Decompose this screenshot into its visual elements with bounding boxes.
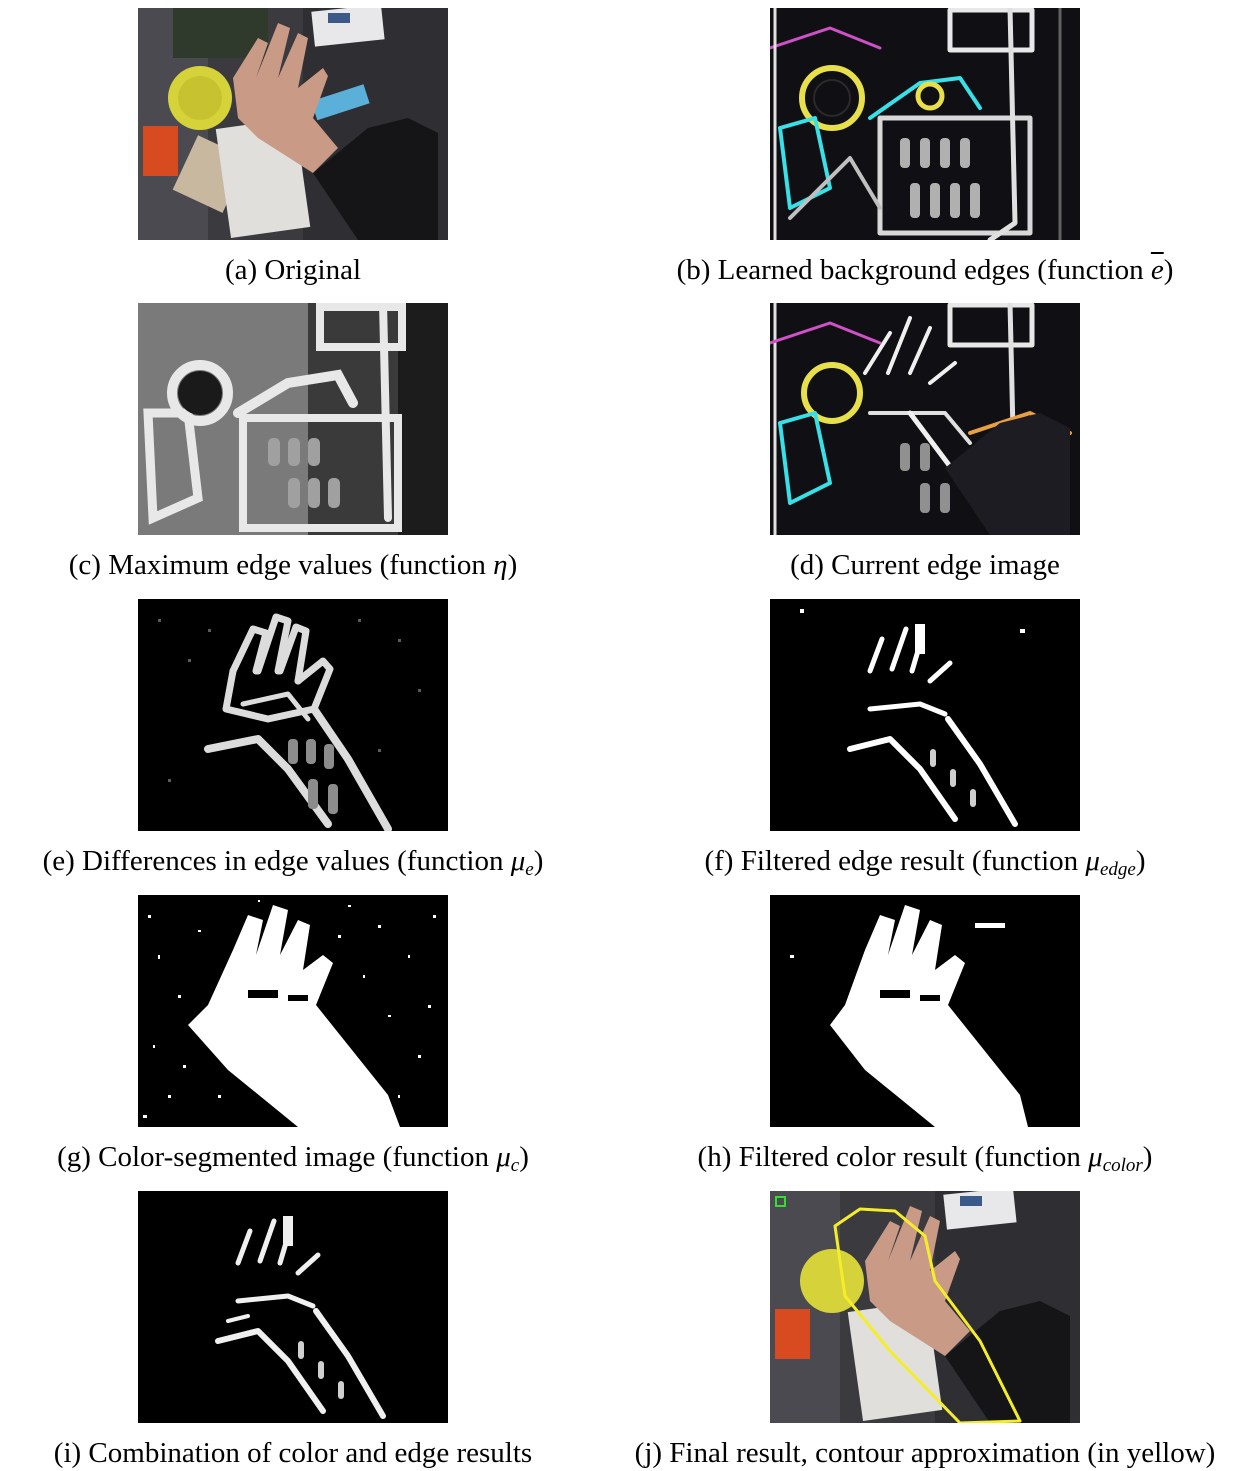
final-result-image	[770, 1191, 1080, 1423]
max-edge-graphic	[138, 303, 448, 535]
filtered-edge-image	[770, 599, 1080, 831]
caption-h-tail: )	[1143, 1141, 1153, 1173]
caption-e: (e) Differences in edge values (function…	[0, 845, 586, 886]
caption-g-tail: )	[519, 1141, 529, 1173]
filtered-color-image	[770, 895, 1080, 1127]
caption-a-text: (a) Original	[225, 254, 361, 286]
caption-h: (h) Filtered color result (function μcol…	[640, 1141, 1210, 1182]
filtered-color-graphic	[770, 895, 1080, 1127]
caption-i: (i) Combination of color and edge result…	[20, 1437, 566, 1469]
caption-f-symbol: μ	[1085, 845, 1100, 877]
combined-result-image	[138, 1191, 448, 1423]
color-segmented-graphic	[138, 895, 448, 1127]
caption-c-tail: )	[508, 549, 518, 581]
caption-c: (c) Maximum edge values (function η)	[60, 549, 526, 581]
learned-background-edges-image	[770, 8, 1080, 240]
caption-b-tail: )	[1164, 254, 1174, 286]
caption-e-text: (e) Differences in edge values (function	[43, 845, 511, 877]
final-result-graphic	[770, 1191, 1080, 1423]
caption-d: (d) Current edge image	[700, 549, 1150, 581]
original-photo	[138, 8, 448, 240]
caption-b-text: (b) Learned background edges (function	[677, 254, 1151, 286]
caption-b: (b) Learned background edges (function e…	[640, 254, 1210, 286]
filtered-edge-graphic	[770, 599, 1080, 831]
caption-b-symbol: e	[1151, 254, 1164, 286]
caption-e-tail: )	[534, 845, 544, 877]
caption-j-text: (j) Final result, contour approximation …	[635, 1437, 1216, 1469]
combined-result-graphic	[138, 1191, 448, 1423]
caption-g: (g) Color-segmented image (function μc)	[20, 1141, 566, 1182]
edge-difference-image	[138, 599, 448, 831]
caption-h-subscript: color	[1103, 1155, 1143, 1176]
caption-c-symbol: η	[493, 549, 507, 581]
caption-e-symbol: μ	[511, 845, 526, 877]
caption-f-tail: )	[1136, 845, 1146, 877]
caption-h-text: (h) Filtered color result (function	[698, 1141, 1089, 1173]
caption-e-subscript: e	[525, 859, 533, 880]
caption-i-text: (i) Combination of color and edge result…	[54, 1437, 532, 1469]
caption-g-text: (g) Color-segmented image (function	[57, 1141, 496, 1173]
background-edges-graphic	[770, 8, 1080, 240]
caption-j: (j) Final result, contour approximation …	[628, 1437, 1222, 1469]
caption-f-subscript: edge	[1100, 859, 1136, 880]
caption-d-text: (d) Current edge image	[790, 549, 1060, 581]
caption-a: (a) Original	[138, 254, 448, 286]
current-edge-image	[770, 303, 1080, 535]
caption-c-text: (c) Maximum edge values (function	[69, 549, 493, 581]
caption-f: (f) Filtered edge result (function μedge…	[640, 845, 1210, 886]
maximum-edge-values-image	[138, 303, 448, 535]
caption-g-subscript: c	[511, 1155, 519, 1176]
caption-f-text: (f) Filtered edge result (function	[704, 845, 1085, 877]
edge-difference-graphic	[138, 599, 448, 831]
color-segmented-image	[138, 895, 448, 1127]
original-photo-graphic	[138, 8, 448, 240]
caption-h-symbol: μ	[1088, 1141, 1103, 1173]
current-edge-graphic	[770, 303, 1080, 535]
caption-g-symbol: μ	[496, 1141, 511, 1173]
